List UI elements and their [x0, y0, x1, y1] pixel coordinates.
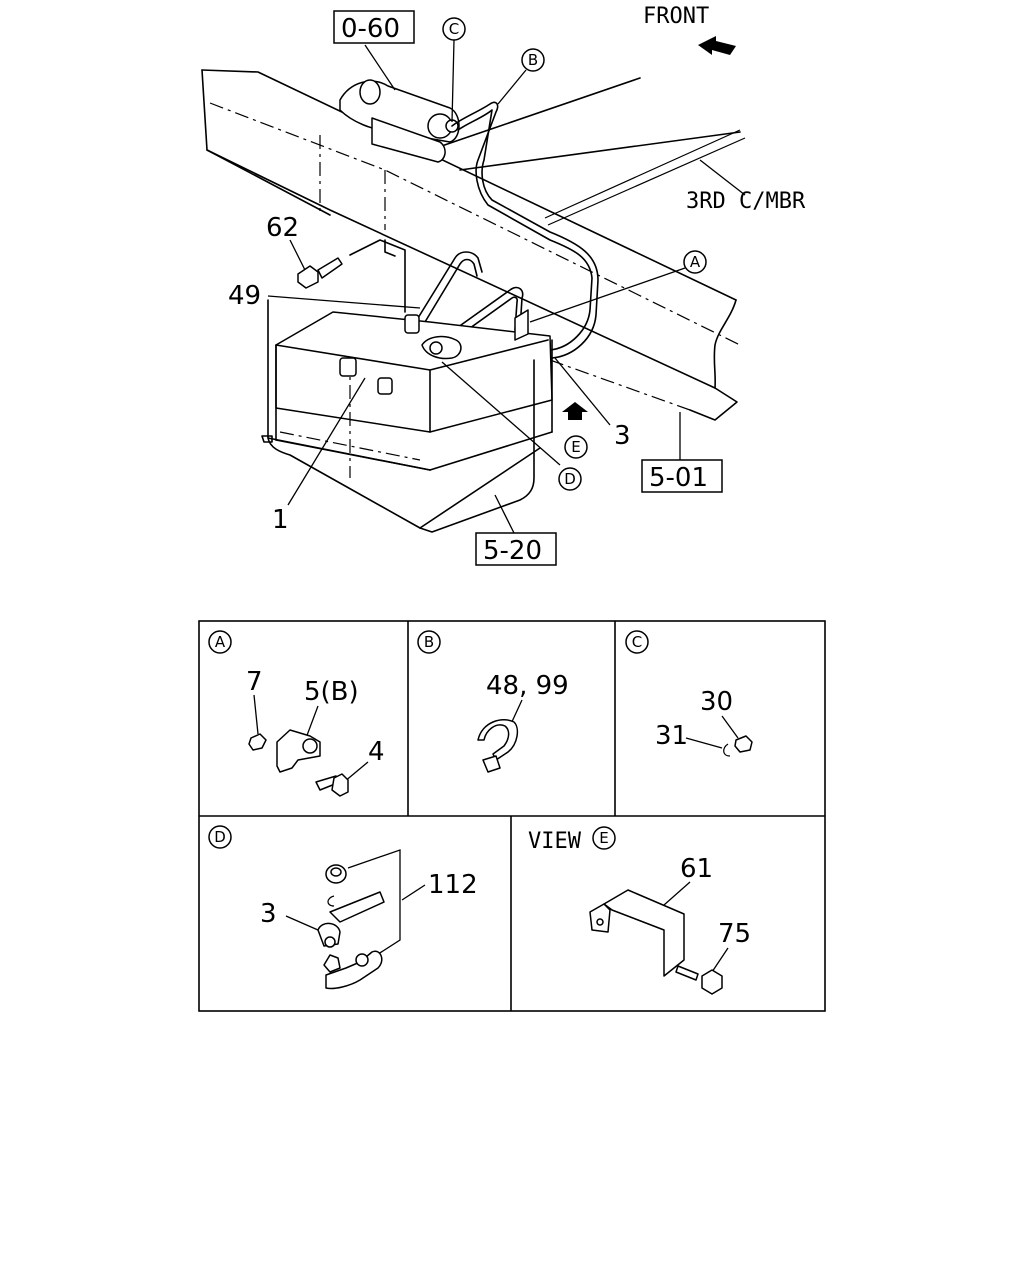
- detail-e-part-61: 61: [680, 854, 713, 884]
- part-49: 49: [228, 281, 261, 311]
- callout-b-circle: [521, 48, 545, 72]
- part-62: 62: [266, 213, 299, 243]
- detail-b: B 48, 99: [417, 630, 569, 773]
- cross-member: [429, 77, 746, 226]
- front-label: FRONT: [643, 4, 709, 29]
- ref-box-5-20: [475, 532, 557, 566]
- detail-c-letter: C: [632, 633, 642, 651]
- detail-e-letter: E: [599, 829, 608, 847]
- detail-c: C 30 31: [625, 630, 753, 757]
- detail-a-part-4: 4: [368, 737, 385, 767]
- detail-c-part-31: 31: [655, 721, 688, 751]
- detail-a-part-7: 7: [246, 667, 263, 697]
- part-3: 3: [614, 421, 631, 451]
- detail-a: A 7 5(B) 4: [208, 630, 385, 797]
- callout-c: C: [449, 20, 459, 38]
- detail-a-part-5b: 5(B): [304, 677, 359, 707]
- callout-c-circle: [442, 17, 466, 41]
- bolt-62: [297, 239, 406, 313]
- callout-a: A: [690, 253, 701, 271]
- detail-d-letter: D: [214, 828, 226, 846]
- detail-e-circle: [592, 826, 616, 850]
- leader-lines: [267, 39, 686, 536]
- detail-d: D 3 112: [208, 825, 478, 990]
- detail-e-part-75: 75: [718, 919, 751, 949]
- detail-d-part-112: 112: [428, 870, 478, 900]
- detail-b-letter: B: [424, 633, 434, 651]
- starter-motor: [339, 79, 460, 163]
- detail-d-circle: [208, 825, 232, 849]
- detail-c-circle: [625, 630, 649, 654]
- callout-e: E: [571, 438, 580, 456]
- ref-0-60: 0-60: [341, 14, 400, 44]
- main-assembly: FRONT 3RD C/MBR: [201, 4, 806, 566]
- detail-e-view: VIEW: [528, 829, 582, 854]
- part-1: 1: [272, 505, 289, 535]
- callout-b: B: [528, 51, 538, 69]
- ref-5-01: 5-01: [649, 463, 708, 493]
- detail-a-letter: A: [215, 633, 226, 651]
- callout-d-circle: [558, 467, 582, 491]
- callout-a-circle: [683, 250, 707, 274]
- detail-c-part-30: 30: [700, 687, 733, 717]
- ref-box-0-60: [333, 10, 415, 44]
- view-e-arrow-icon: [562, 402, 588, 420]
- callout-e-circle: [564, 435, 588, 459]
- detail-b-part-48-99: 48, 99: [486, 671, 569, 701]
- clamp-a: [514, 309, 529, 341]
- detail-a-circle: [208, 630, 232, 654]
- detail-d-part-3: 3: [260, 899, 277, 929]
- frame-rail: [201, 69, 741, 421]
- callout-d: D: [564, 470, 576, 488]
- detail-e: VIEW E 61 75: [528, 826, 751, 995]
- ref-5-20: 5-20: [483, 536, 542, 566]
- detail-grid: [198, 620, 826, 1012]
- battery: [261, 299, 553, 533]
- ref-box-5-01: [641, 459, 723, 493]
- detail-b-circle: [417, 630, 441, 654]
- crossmember-label: 3RD C/MBR: [686, 189, 806, 214]
- front-arrow-icon: [698, 36, 736, 55]
